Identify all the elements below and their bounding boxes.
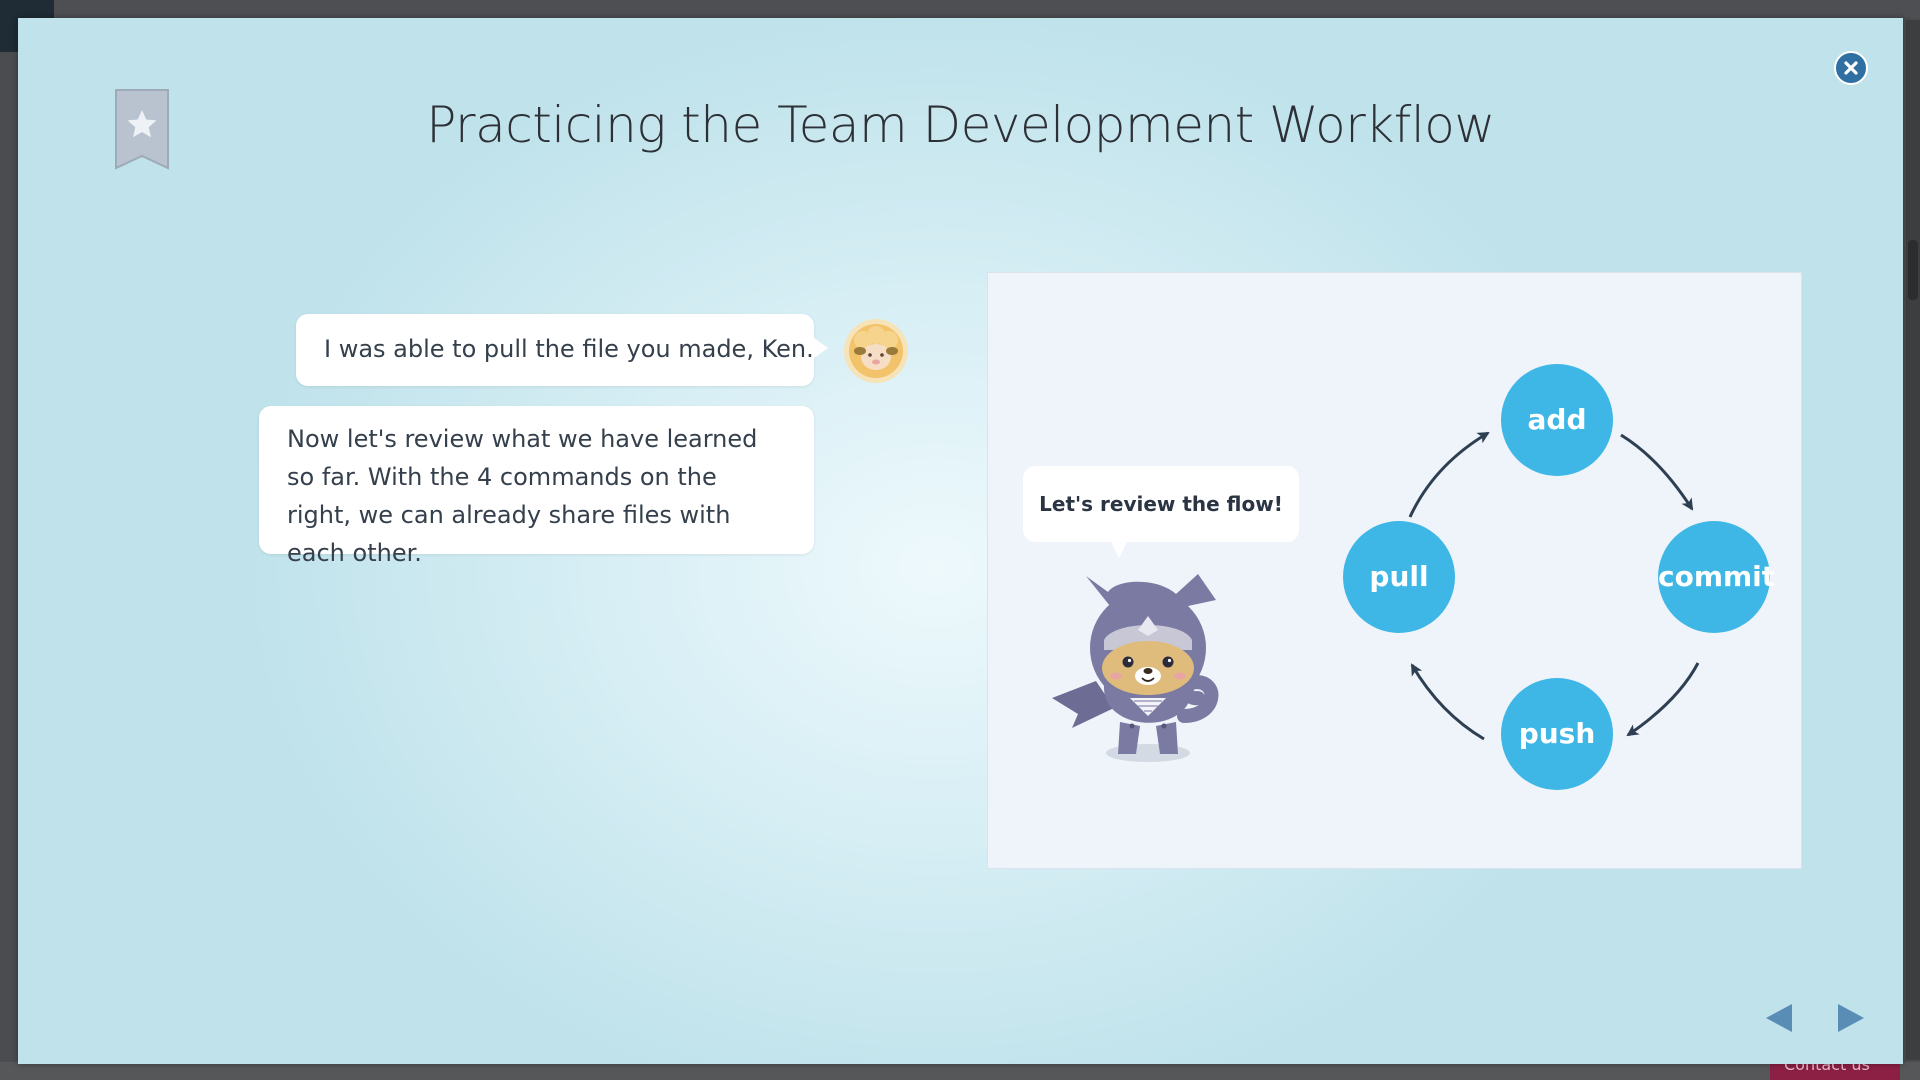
step-node-pull: pull [1343, 521, 1455, 633]
arrow-commit-to-push [1626, 662, 1700, 737]
step-node-commit: commit [1658, 521, 1775, 633]
workflow-arrows [1408, 431, 1700, 741]
previous-slide-button[interactable] [1764, 1002, 1794, 1034]
ninja-cat-mascot [1052, 574, 1219, 762]
background-bottom-bar [0, 1062, 1920, 1080]
triangle-left-icon [1766, 1004, 1792, 1032]
close-icon [1844, 61, 1858, 75]
triangle-right-icon [1838, 1004, 1864, 1032]
background-top-bar [0, 0, 1920, 18]
chat-bubble-ken-reply: I was able to pull the file you made, Ke… [296, 314, 828, 386]
step-node-add: add [1501, 364, 1613, 476]
background-scrollbar-thumb[interactable] [1908, 240, 1918, 300]
arrow-pull-to-add [1408, 431, 1490, 518]
bookmark-button[interactable] [113, 88, 171, 170]
sheep-avatar [844, 319, 908, 383]
arrow-add-to-commit [1620, 433, 1694, 511]
step-node-push: push [1501, 678, 1613, 790]
workflow-diagram: Let's review the flow! [987, 272, 1802, 869]
background-scrollbar[interactable] [1906, 20, 1920, 1060]
chat-bubble-review: Now let's review what we have learned so… [259, 406, 814, 567]
speech-bubble: Let's review the flow! [1023, 466, 1299, 558]
arrow-push-to-pull [1410, 663, 1485, 741]
next-slide-button[interactable] [1836, 1002, 1866, 1034]
page-title: Practicing the Team Development Workflow [426, 96, 1495, 154]
star-icon [127, 110, 157, 138]
close-button[interactable] [1834, 51, 1868, 85]
lesson-modal: Practicing the Team Development Workflow… [18, 18, 1903, 1064]
